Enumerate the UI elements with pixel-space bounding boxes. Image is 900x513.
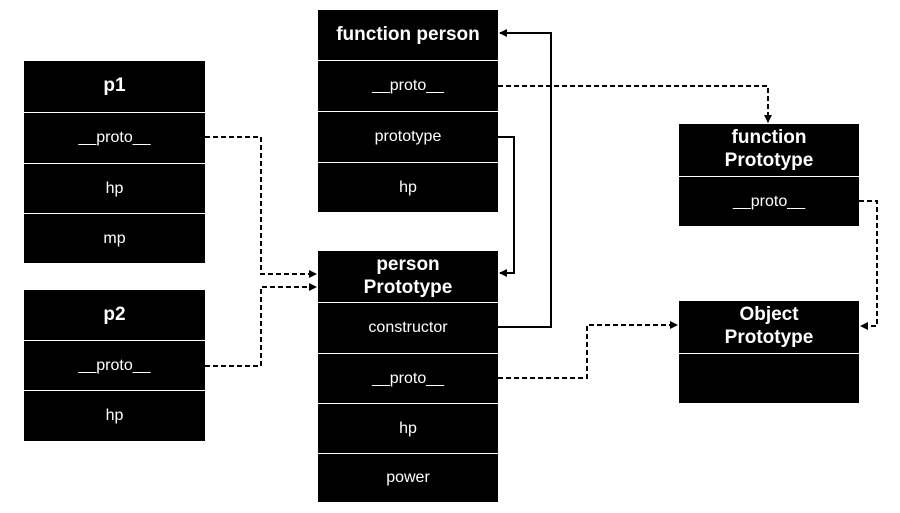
person-prototype-proto-field: __proto__ [318, 354, 498, 403]
person-prototype-title: person Prototype [318, 251, 498, 302]
p2-hp-field: hp [24, 391, 205, 441]
function-prototype-box: function Prototype __proto__ [679, 124, 859, 226]
function-person-proto-arrow [498, 85, 772, 123]
function-person-proto-field: __proto__ [318, 61, 498, 111]
p1-title: p1 [24, 61, 205, 112]
p1-mp-field: mp [24, 214, 205, 263]
p2-proto-arrow [205, 283, 317, 367]
p2-proto-field: __proto__ [24, 341, 205, 390]
p2-title: p2 [24, 290, 205, 340]
person-prototype-box: person Prototype constructor __proto__ h… [318, 251, 498, 502]
function-person-title: function person [318, 10, 498, 60]
person-prototype-proto-arrow [498, 321, 678, 379]
person-prototype-power-field: power [318, 454, 498, 502]
object-prototype-title: Object Prototype [679, 301, 859, 353]
function-prototype-proto-field: __proto__ [679, 177, 859, 226]
p1-object-box: p1 __proto__ hp mp [24, 61, 205, 263]
function-prototype-proto-arrow [859, 200, 878, 330]
function-person-box: function person __proto__ prototype hp [318, 10, 498, 212]
function-person-prototype-field: prototype [318, 112, 498, 162]
p2-object-box: p2 __proto__ hp [24, 290, 205, 441]
p1-proto-arrow [205, 136, 317, 278]
constructor-arrow [498, 29, 552, 328]
object-prototype-empty-field [679, 354, 859, 403]
person-prototype-hp-field: hp [318, 404, 498, 453]
function-person-hp-field: hp [318, 163, 498, 212]
person-prototype-constructor-field: constructor [318, 303, 498, 353]
function-prototype-title: function Prototype [679, 124, 859, 176]
p1-hp-field: hp [24, 164, 205, 213]
object-prototype-box: Object Prototype [679, 301, 859, 403]
p1-proto-field: __proto__ [24, 113, 205, 163]
prototype-arrow [498, 136, 515, 277]
